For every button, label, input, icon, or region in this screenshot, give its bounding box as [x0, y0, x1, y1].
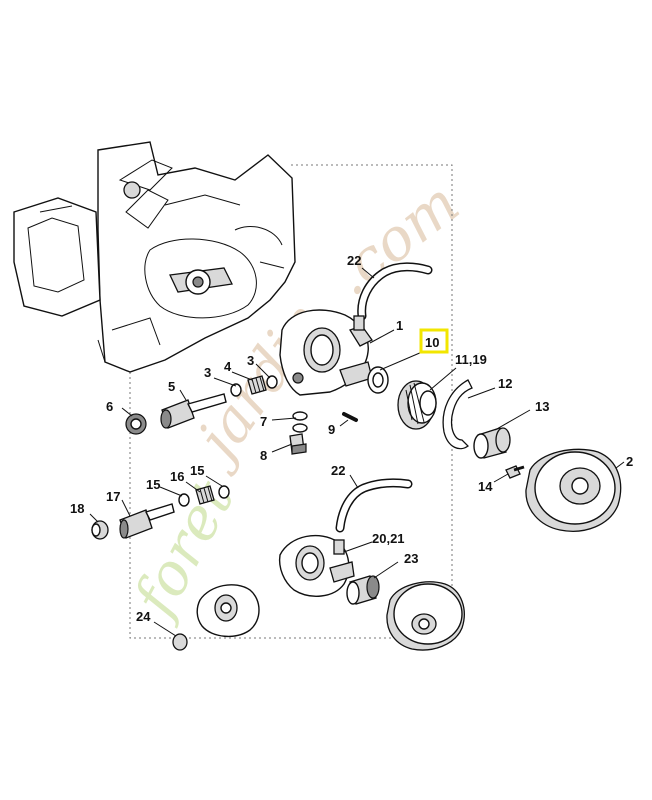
part-7-o-rings [292, 411, 308, 433]
highlight-box-part-10 [419, 328, 449, 354]
label-23: 23 [404, 551, 418, 566]
label-22-top: 22 [347, 253, 361, 268]
part-5-adjusting-screw [160, 393, 227, 429]
oil-pump-body [279, 309, 373, 396]
label-6: 6 [106, 399, 113, 414]
label-22-lower: 22 [331, 463, 345, 478]
label-16: 16 [170, 469, 184, 484]
part-24-bottom-assembly [172, 584, 260, 651]
lower-clutch-drum [386, 581, 465, 651]
watermark-text-3: .com [319, 169, 472, 309]
part-12-clip [442, 379, 473, 450]
part-16-spring [195, 485, 215, 505]
label-2: 2 [626, 454, 633, 469]
assembly-frame [129, 164, 453, 639]
label-10: 10 [425, 335, 439, 350]
crankcase-housing [13, 141, 296, 373]
label-15-right: 15 [190, 463, 204, 478]
part-3-washer-top [266, 375, 278, 389]
label-7: 7 [260, 414, 267, 429]
part-4-washer [230, 383, 242, 397]
part-15-washer-left [178, 493, 190, 507]
label-3-top-left: 3 [204, 365, 211, 380]
oil-hose-lower [335, 478, 413, 533]
label-15-left: 15 [146, 477, 160, 492]
label-4: 4 [224, 359, 232, 374]
part-13-sleeve [473, 427, 511, 459]
label-9: 9 [328, 422, 335, 437]
part-9-pin [342, 412, 358, 422]
part-17-adjusting-screw [119, 503, 175, 539]
oil-hose-top [357, 262, 433, 321]
part-14-screw [505, 465, 525, 479]
label-5: 5 [168, 379, 175, 394]
part-3-spring-top [247, 375, 267, 395]
part-20-21-oil-pump [278, 534, 355, 597]
label-24: 24 [136, 609, 151, 624]
label-13: 13 [535, 399, 549, 414]
part-11-19-worm-gear [397, 380, 437, 430]
part-2-clutch-drum [525, 448, 622, 532]
label-3-top-right: 3 [247, 353, 254, 368]
part-10-washer [367, 366, 389, 394]
part-8-valve [289, 433, 307, 455]
part-labels: 1 2 3 3 4 5 6 7 8 9 10 11,19 12 13 14 15… [70, 253, 633, 624]
part-18-cap [91, 520, 109, 540]
label-8: 8 [260, 448, 267, 463]
label-14: 14 [478, 479, 493, 494]
label-18: 18 [70, 501, 84, 516]
label-12: 12 [498, 376, 512, 391]
part-15-washer-right [218, 485, 230, 499]
label-17: 17 [106, 489, 120, 504]
part-6-nut [125, 413, 147, 435]
leader-lines [89, 267, 625, 637]
label-11-19: 11,19 [455, 352, 487, 367]
part-23-sleeve [346, 575, 380, 605]
label-20-21: 20,21 [372, 531, 405, 546]
label-1: 1 [396, 318, 403, 333]
